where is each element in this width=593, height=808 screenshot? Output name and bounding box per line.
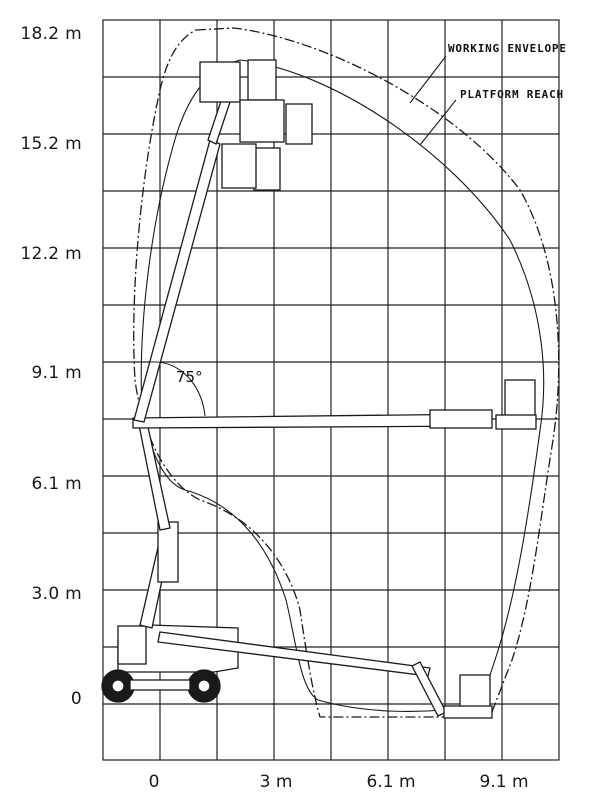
grid-lines <box>102 19 560 761</box>
cab <box>117 625 147 665</box>
top-platform-1 <box>247 59 277 101</box>
y-tick-label: 3.0 m <box>31 584 82 604</box>
y-tick-label: 9.1 m <box>31 363 82 383</box>
top-platform-2 <box>285 103 313 145</box>
working-envelope-label: WORKING ENVELOPE <box>448 42 567 55</box>
angle-arc <box>149 361 206 417</box>
top-platform-3 <box>253 147 281 191</box>
machine-drawing <box>101 59 537 719</box>
y-tick-label: 18.2 m <box>20 24 82 44</box>
upright-boom <box>133 139 221 423</box>
horizontal-platform <box>504 379 536 421</box>
y-tick-label: 15.2 m <box>20 134 82 154</box>
x-tick-label: 9.1 m <box>479 772 529 792</box>
boom-angle-label: 75° <box>176 368 203 386</box>
x-tick-label: 0 <box>148 772 160 792</box>
platform-reach-leader <box>419 99 457 146</box>
y-tick-label: 0 <box>70 689 82 709</box>
x-tick-label: 3 m <box>259 772 293 792</box>
working-envelope-leader <box>409 55 447 104</box>
y-tick-label: 12.2 m <box>20 244 82 264</box>
x-tick-label: 6.1 m <box>366 772 416 792</box>
platform-reach-curve <box>140 59 545 712</box>
y-tick-label: 6.1 m <box>31 474 82 494</box>
working-envelope-curve <box>133 27 560 718</box>
platform-reach-label: PLATFORM REACH <box>460 88 564 101</box>
